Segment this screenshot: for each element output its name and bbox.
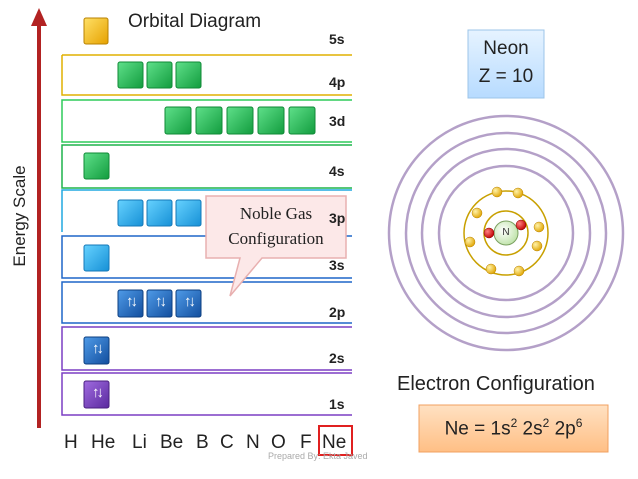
noble-gas-callout bbox=[205, 195, 347, 297]
level-line-2s bbox=[61, 326, 352, 371]
diagram-title: Orbital Diagram bbox=[128, 11, 262, 32]
level-label-4s: 4s bbox=[329, 163, 345, 179]
bohr-outer-rings bbox=[387, 114, 625, 352]
callout-line-1: Noble Gas bbox=[239, 204, 313, 223]
level-line-3d bbox=[61, 99, 352, 143]
energy-axis-label: Energy Scale bbox=[10, 165, 29, 267]
nucleus-label: N bbox=[502, 227, 510, 238]
inner-shell-electrons bbox=[483, 219, 527, 239]
config-2p: 2p bbox=[554, 418, 576, 440]
level-label-1s: 1s bbox=[329, 396, 345, 412]
orbitals-2p bbox=[117, 289, 202, 318]
level-line-1s bbox=[61, 372, 352, 416]
config-formula: Ne = 1s2 2s2 2p6 bbox=[419, 416, 608, 440]
energy-level-brackets bbox=[61, 54, 352, 416]
config-2p-electrons: 6 bbox=[575, 416, 583, 430]
outer-shell-electrons bbox=[464, 186, 545, 277]
level-label-2p: 2p bbox=[329, 304, 346, 320]
atomic-number: Z = 10 bbox=[478, 66, 534, 87]
orbital-boxes bbox=[83, 17, 316, 409]
element-c: C bbox=[220, 432, 234, 453]
level-line-4s bbox=[61, 144, 352, 189]
element-info-box bbox=[467, 29, 545, 99]
level-label-3p: 3p bbox=[329, 210, 346, 226]
element-f: F bbox=[300, 432, 312, 453]
orbitals-3d bbox=[164, 106, 316, 135]
element-o: O bbox=[271, 432, 286, 453]
electrons-2s: ↑↓ bbox=[92, 340, 104, 357]
highlight-ne-box bbox=[318, 425, 353, 456]
orbital-3s bbox=[83, 244, 110, 272]
config-heading: Electron Configuration bbox=[397, 373, 595, 395]
orbitals-3p bbox=[117, 199, 202, 227]
level-label-5s: 5s bbox=[329, 31, 345, 47]
element-h: H bbox=[64, 432, 78, 453]
orbitals-4p bbox=[117, 61, 202, 89]
element-n: N bbox=[246, 432, 260, 453]
element-ne: Ne bbox=[322, 432, 347, 453]
electrons-2p-1: ↑↓ bbox=[126, 293, 138, 310]
watermark: Prepared By: Ekta Javed bbox=[268, 451, 368, 461]
level-label-2s: 2s bbox=[329, 350, 345, 366]
element-b: B bbox=[196, 432, 209, 453]
energy-scale-arrow bbox=[31, 8, 47, 428]
callout-line-2: Configuration bbox=[228, 229, 324, 248]
element-he: He bbox=[91, 432, 116, 453]
orbital-2s bbox=[83, 336, 110, 365]
config-1s: Ne = 1s bbox=[444, 418, 511, 440]
level-line-3p bbox=[61, 189, 352, 232]
orbital-4s bbox=[83, 152, 110, 180]
element-li: Li bbox=[132, 432, 147, 453]
level-label-4p: 4p bbox=[329, 74, 346, 90]
config-2s-electrons: 2 bbox=[542, 416, 550, 430]
orbital-5s bbox=[83, 17, 109, 45]
level-line-2p bbox=[61, 281, 352, 324]
electrons-1s: ↑↓ bbox=[92, 384, 104, 401]
electrons-2p-3: ↑↓ bbox=[184, 293, 196, 310]
electrons-2p-2: ↑↓ bbox=[155, 293, 167, 310]
configuration-box bbox=[418, 404, 609, 453]
element-be: Be bbox=[160, 432, 184, 453]
element-name: Neon bbox=[483, 38, 529, 59]
config-1s-electrons: 2 bbox=[510, 416, 518, 430]
orbital-1s bbox=[83, 380, 110, 409]
config-2s: 2s bbox=[522, 418, 543, 440]
level-line-5s bbox=[61, 55, 352, 96]
level-label-3d: 3d bbox=[329, 113, 346, 129]
level-label-3s: 3s bbox=[329, 257, 345, 273]
